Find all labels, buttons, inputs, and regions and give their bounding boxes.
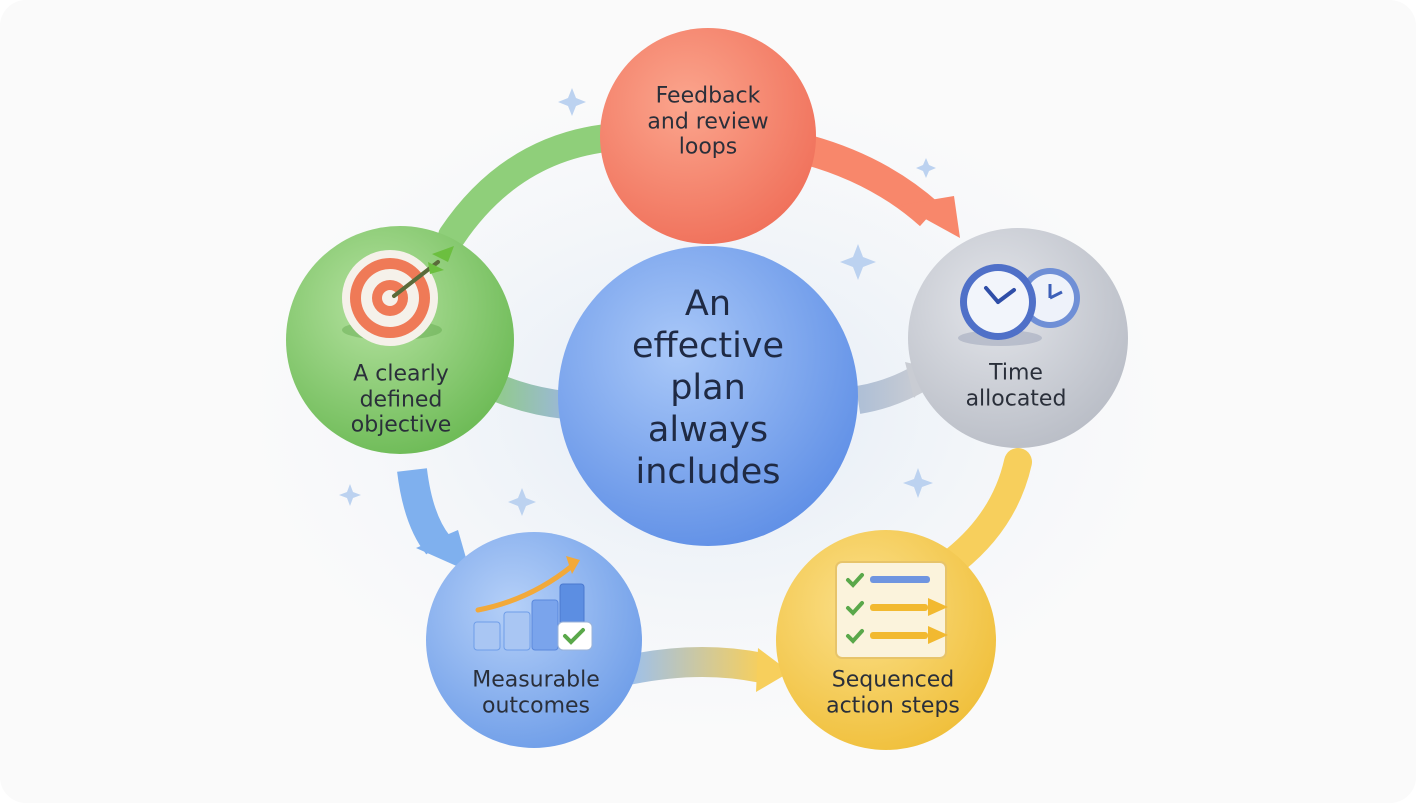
node-feedback-circle — [600, 28, 816, 244]
checklist-icon — [835, 561, 948, 659]
arrow-measurable-to-sequenced — [624, 647, 766, 685]
node-feedback-label: Feedback and review loops — [647, 83, 769, 160]
arrow-time-to-sequenced — [941, 448, 1032, 574]
target-icon — [342, 246, 454, 346]
node-measurable-label: Measurable outcomes — [472, 667, 600, 718]
bar-chart-icon — [473, 556, 593, 651]
node-time-label: Time allocated — [965, 360, 1067, 411]
arrow-objective-to-measurable — [397, 468, 451, 555]
arrow-feedback-to-time-head — [900, 196, 960, 238]
sparkle-decorations — [339, 88, 936, 516]
center-title: An effective plan always includes — [631, 284, 785, 492]
arrow-objective-to-measurable-head — [416, 530, 470, 572]
clock-icon — [958, 264, 1080, 346]
node-objective-label: A clearly defined objective — [350, 361, 452, 438]
arrow-measurable-to-sequenced-head — [756, 648, 790, 692]
center-circle — [558, 246, 858, 546]
arrow-objective-to-feedback — [438, 124, 620, 250]
node-sequenced-label: Sequenced action steps — [826, 667, 960, 718]
